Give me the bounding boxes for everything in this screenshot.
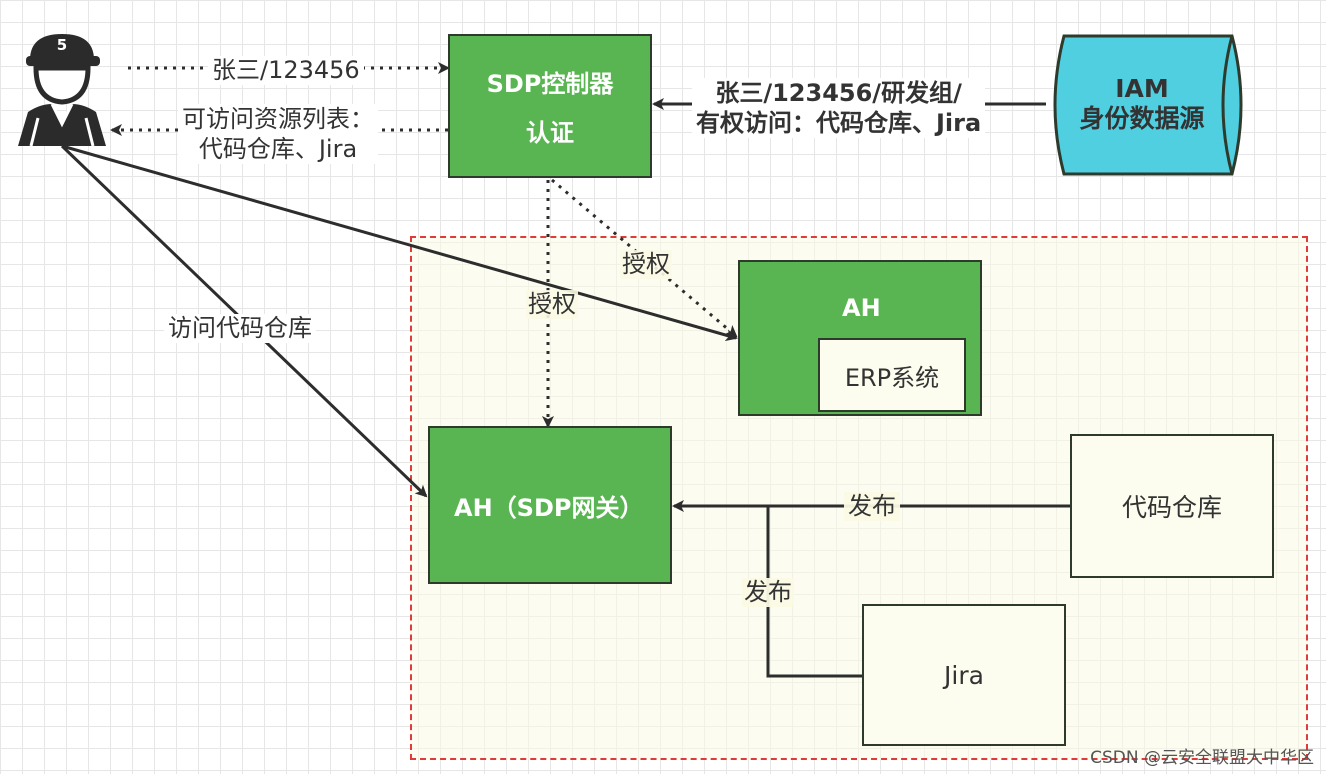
edge-label-resource-list: 可访问资源列表： 代码仓库、Jira: [178, 104, 378, 164]
edge-label-resource-list-line1: 可访问资源列表：: [182, 105, 374, 133]
iam-label-line1: IAM: [1115, 74, 1169, 103]
jira-label: Jira: [944, 660, 984, 690]
edge-label-credentials: 张三/123456: [208, 56, 364, 85]
ah-gateway-node: AH（SDP网关）: [428, 426, 672, 584]
edge-label-iam-info-line2: 有权访问：代码仓库、Jira: [696, 109, 982, 137]
edge-label-publish-repo: 发布: [844, 492, 900, 521]
sdp-controller-title: SDP控制器: [486, 70, 614, 98]
ah-node-title: AH: [842, 294, 881, 322]
code-repo-node: 代码仓库: [1070, 434, 1274, 578]
edge-label-iam-info: 张三/123456/研发组/ 有权访问：代码仓库、Jira: [692, 78, 986, 138]
ah-gateway-label: AH（SDP网关）: [454, 493, 644, 522]
erp-system-node: ERP系统: [818, 338, 966, 412]
iam-node: [1053, 34, 1243, 176]
sdp-controller-subtitle: 认证: [526, 119, 574, 147]
edge-label-iam-info-line1: 张三/123456/研发组/: [715, 79, 962, 107]
edge-label-resource-list-line2: 代码仓库、Jira: [198, 135, 358, 163]
edge-label-authorize-ah: 授权: [620, 250, 672, 279]
edge-label-publish-jira: 发布: [742, 578, 794, 607]
user-badge-number: 5: [57, 36, 67, 54]
sdp-controller-node: SDP控制器 认证: [448, 34, 652, 178]
edge-publish-jira: [766, 506, 864, 678]
iam-label-line2: 身份数据源: [1079, 104, 1205, 133]
code-repo-label: 代码仓库: [1121, 493, 1222, 522]
watermark: CSDN @云安全联盟大中华区: [1090, 748, 1314, 768]
jira-node: Jira: [862, 604, 1066, 746]
erp-system-label: ERP系统: [844, 363, 940, 392]
edge-label-access-repo: 访问代码仓库: [164, 314, 316, 343]
iam-label: IAM 身份数据源: [1062, 74, 1222, 134]
edge-user-to-ah: [61, 144, 738, 342]
edge-label-authorize-gateway: 授权: [526, 290, 578, 319]
ah-node: AH ERP系统: [738, 260, 982, 416]
user-icon: [18, 34, 106, 147]
